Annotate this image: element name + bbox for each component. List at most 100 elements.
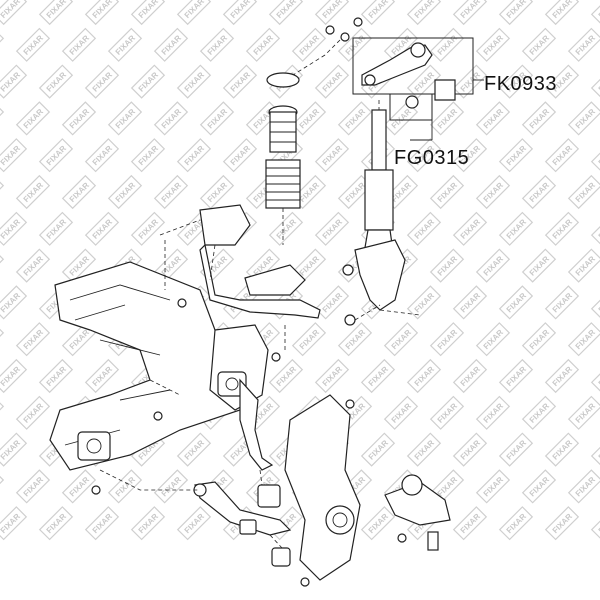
watermark-text: FIXAR [551,438,574,461]
watermark-tile: FIXAR [291,27,327,62]
watermark-tile: FIXAR [0,174,5,210]
watermark-text: FIXAR [275,365,298,388]
watermark-text: FIXAR [229,70,252,93]
watermark-text: FIXAR [528,107,551,130]
watermark-text: FIXAR [137,70,160,93]
watermark-text: FIXAR [528,401,551,424]
watermark-text: FIXAR [91,217,114,240]
watermark-text: FIXAR [344,181,367,204]
watermark-text: FIXAR [114,107,137,130]
watermark-text: FIXAR [298,181,321,204]
watermark-tile: FIXAR [429,27,465,62]
watermark-tile: FIXAR [0,432,28,467]
watermark-tile: FIXAR [452,506,488,541]
watermark-text: FIXAR [321,365,344,388]
watermark-tile: FIXAR [498,432,534,467]
watermark-tile: FIXAR [452,358,488,394]
watermark-tile: FIXAR [521,27,557,62]
watermark-tile: FIXAR [0,469,5,504]
watermark-text: FIXAR [574,107,597,130]
watermark-tile: FIXAR [130,506,166,541]
watermark-tile: FIXAR [452,285,488,320]
watermark-text: FIXAR [482,107,505,130]
dust-boot [265,72,301,209]
watermark-tile: FIXAR [590,211,600,246]
watermark-tile: FIXAR [15,174,51,210]
watermark-text: FIXAR [114,181,137,204]
steering-knuckle [271,394,361,581]
watermark-text: FIXAR [436,254,459,277]
watermark-text: FIXAR [298,328,321,351]
watermark-text: FIXAR [275,217,298,240]
watermark-text: FIXAR [436,181,459,204]
watermark-tile: FIXAR [360,358,396,394]
watermark-text: FIXAR [321,291,344,314]
watermark-tile: FIXAR [567,248,600,283]
watermark-text: FIXAR [45,70,68,93]
watermark-tile: FIXAR [544,358,580,394]
assembly-guide-lines [99,219,421,549]
watermark-text: FIXAR [551,291,574,314]
watermark-text: FIXAR [505,438,528,461]
callout-fk0933: FK0933 [484,73,558,95]
watermark-tile: FIXAR [521,395,557,430]
watermark-text: FIXAR [574,33,597,56]
watermark-tile: FIXAR [199,101,235,136]
watermark-tile: FIXAR [567,174,600,210]
watermark-tile: FIXAR [153,101,189,136]
watermark-tile: FIXAR [176,0,212,26]
watermark-tile: FIXAR [107,27,143,62]
watermark-tile: FIXAR [475,469,511,504]
watermark-text: FIXAR [459,291,482,314]
watermark-tile: FIXAR [0,211,28,246]
watermark-tile: FIXAR [475,395,511,430]
ball-joint [384,474,451,551]
watermark-tile: FIXAR [15,469,51,504]
watermark-tile: FIXAR [130,138,166,173]
watermark-text: FIXAR [367,438,390,461]
watermark-text: FIXAR [436,401,459,424]
watermark-text: FIXAR [160,181,183,204]
watermark-tile: FIXAR [0,322,5,357]
watermark-tile: FIXAR [314,138,350,173]
watermark-text: FIXAR [367,365,390,388]
lower-fork-bracket [342,239,406,326]
watermark-text: FIXAR [574,254,597,277]
watermark-tile: FIXAR [383,322,419,357]
watermark-tile: FIXAR [38,211,74,246]
watermark-tile: FIXAR [222,138,258,173]
top-bolts [284,17,363,81]
watermark-tile: FIXAR [590,358,600,394]
watermark-tile: FIXAR [521,174,557,210]
watermark-tile: FIXAR [268,211,304,246]
watermark-tile: FIXAR [38,138,74,173]
watermark-tile: FIXAR [84,506,120,541]
watermark-tile: FIXAR [521,101,557,136]
watermark-text: FIXAR [160,254,183,277]
watermark-tile: FIXAR [452,211,488,246]
watermark-text: FIXAR [137,512,160,535]
watermark-tile: FIXAR [452,64,488,99]
watermark-tile: FIXAR [498,138,534,173]
watermark-text: FIXAR [22,33,45,56]
watermark-text: FIXAR [298,107,321,130]
watermark-text: FIXAR [344,107,367,130]
watermark-text: FIXAR [459,512,482,535]
lower-control-arm [193,481,292,536]
watermark-text: FIXAR [22,401,45,424]
watermark-tile: FIXAR [199,27,235,62]
watermark-text: FIXAR [160,33,183,56]
watermark-tile: FIXAR [567,101,600,136]
watermark-text: FIXAR [436,33,459,56]
watermark-text: FIXAR [68,475,91,498]
watermark-tile: FIXAR [0,248,5,283]
watermark-tile: FIXAR [15,395,51,430]
watermark-tile: FIXAR [429,101,465,136]
watermark-tile: FIXAR [291,101,327,136]
watermark-tile: FIXAR [475,101,511,136]
watermark-tile: FIXAR [15,27,51,62]
watermark-tile: FIXAR [429,174,465,210]
watermark-text: FIXAR [45,365,68,388]
watermark-tile: FIXAR [107,174,143,210]
